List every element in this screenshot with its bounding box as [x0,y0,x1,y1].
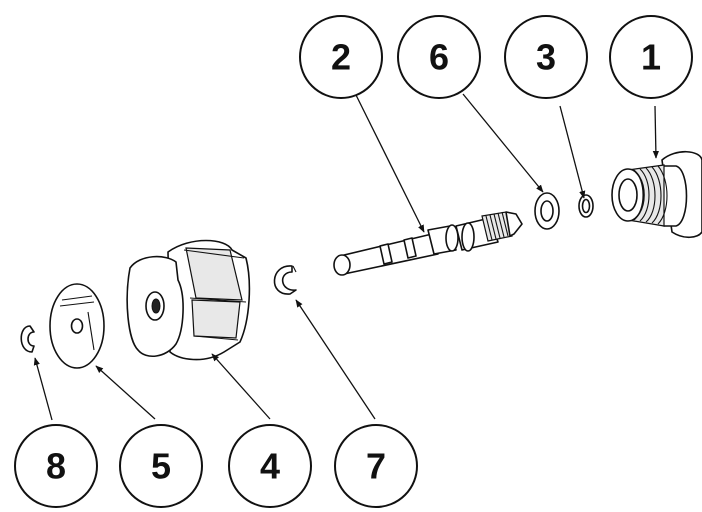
leader-lines [33,93,659,421]
leader-4 [211,353,271,420]
leader-7 [295,299,376,420]
callout-8-label: 8 [46,446,66,487]
leader-1 [652,105,659,159]
callout-6-label: 6 [429,37,449,78]
leader-3 [559,105,586,199]
leader-6 [462,93,544,193]
callout-5-label: 5 [151,446,171,487]
part-6-washer [534,192,560,230]
callout-4: 4 [228,424,312,508]
callout-4-label: 4 [260,446,280,487]
callout-8: 8 [14,424,98,508]
part-5-label-disc [49,283,105,369]
leader-2 [355,94,425,233]
leader-8 [33,357,53,421]
callout-2-label: 2 [331,37,351,78]
part-2-valve-stem [333,211,523,276]
callout-6: 6 [397,15,481,99]
part-3-small-o-ring [578,194,594,218]
callout-2: 2 [299,15,383,99]
callout-3: 3 [504,15,588,99]
part-4-knob [126,239,251,361]
part-1-threaded-fitting [611,150,702,239]
callout-3-label: 3 [536,37,556,78]
callout-1: 1 [609,15,693,99]
callout-1-label: 1 [641,37,661,78]
leader-5 [95,365,156,420]
callout-5: 5 [119,424,203,508]
part-7-retaining-ring [273,265,297,295]
part-8-e-clip [20,325,35,353]
callout-7-label: 7 [366,446,386,487]
callout-7: 7 [334,424,418,508]
